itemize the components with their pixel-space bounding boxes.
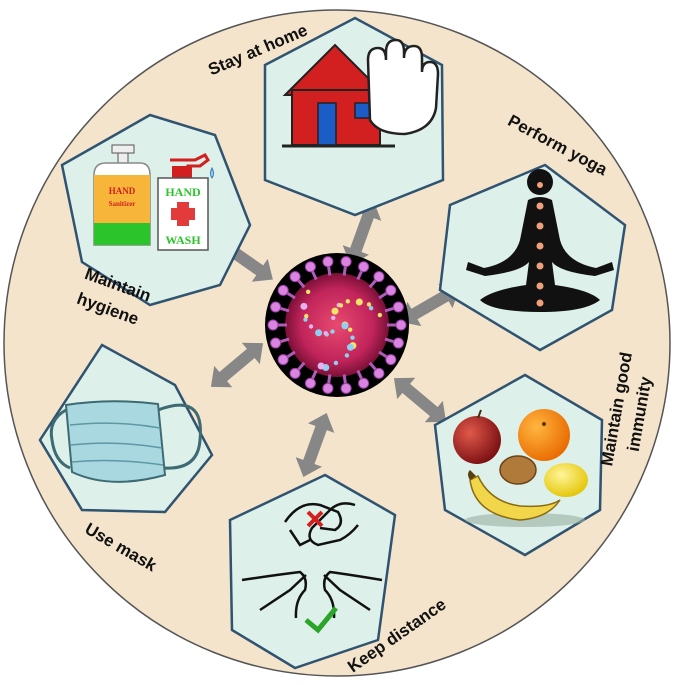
virus-surface-dot <box>344 353 350 358</box>
wash-label-line1: HAND <box>165 185 201 199</box>
virus-surface-dot <box>300 302 308 310</box>
virus-surface-dot <box>305 289 311 294</box>
virus-surface-dot <box>315 329 323 337</box>
virus-surface-dot <box>377 312 383 318</box>
virus-surface-dot <box>346 343 354 351</box>
virus-surface-dot <box>317 362 325 370</box>
virus-spike <box>340 382 352 394</box>
virus-surface-dot <box>308 324 314 329</box>
virus-spike <box>277 284 289 296</box>
virus-surface-dot <box>331 307 339 315</box>
sanitizer-label-line1: HAND <box>109 186 136 196</box>
virus-spike <box>277 354 289 366</box>
house-stop-hand-icon <box>282 38 440 148</box>
virus-surface-dot <box>330 329 335 334</box>
keep-distance-hands-icon <box>241 502 383 634</box>
virus-spike <box>358 261 370 273</box>
hexagon-distance <box>228 473 397 670</box>
virus-spike <box>289 367 301 379</box>
yoga-pose-icon <box>466 169 614 312</box>
face-mask-icon <box>49 400 202 483</box>
virus-spike <box>373 271 385 283</box>
virus-surface-dot <box>347 327 353 332</box>
virus-spike <box>392 337 404 349</box>
virus-spike <box>358 377 370 389</box>
virus-surface-dot <box>345 299 350 304</box>
virus-spike <box>270 301 282 313</box>
sanitizer-label-line2: Sanitizer <box>109 200 136 208</box>
virus-spike <box>289 271 301 283</box>
virus-surface-dot <box>368 306 374 311</box>
virus-spike <box>267 319 279 331</box>
virus-surface-dot <box>304 313 309 319</box>
virus-spike <box>304 377 316 389</box>
virus-spike <box>385 354 397 366</box>
virus-spike <box>270 337 282 349</box>
virus-surface-dot <box>355 298 363 306</box>
fruit-bowl-icon <box>453 409 588 527</box>
virus-spike <box>392 301 404 313</box>
virus-surface-dot <box>333 360 339 366</box>
virus-surface-dot <box>341 322 349 330</box>
virus-spike <box>373 367 385 379</box>
wash-label-line2: WASH <box>165 233 201 247</box>
virus-surface-dot <box>350 335 355 340</box>
virus-spike <box>385 284 397 296</box>
virus-spike <box>395 319 407 331</box>
virus-surface-dot <box>338 303 344 308</box>
virus-surface-dot <box>366 302 372 307</box>
virus-spike <box>322 382 334 394</box>
virus-surface-dot <box>331 315 336 321</box>
virus-spike <box>340 256 352 268</box>
sanitizer-bottles-icon: HAND Sanitizer HAND WASH <box>93 144 214 251</box>
virus-spike <box>322 256 334 268</box>
virus-spike <box>304 261 316 273</box>
coronavirus-icon <box>265 253 409 397</box>
virus-surface-dot <box>303 317 308 322</box>
virus-surface-dot <box>323 331 328 336</box>
